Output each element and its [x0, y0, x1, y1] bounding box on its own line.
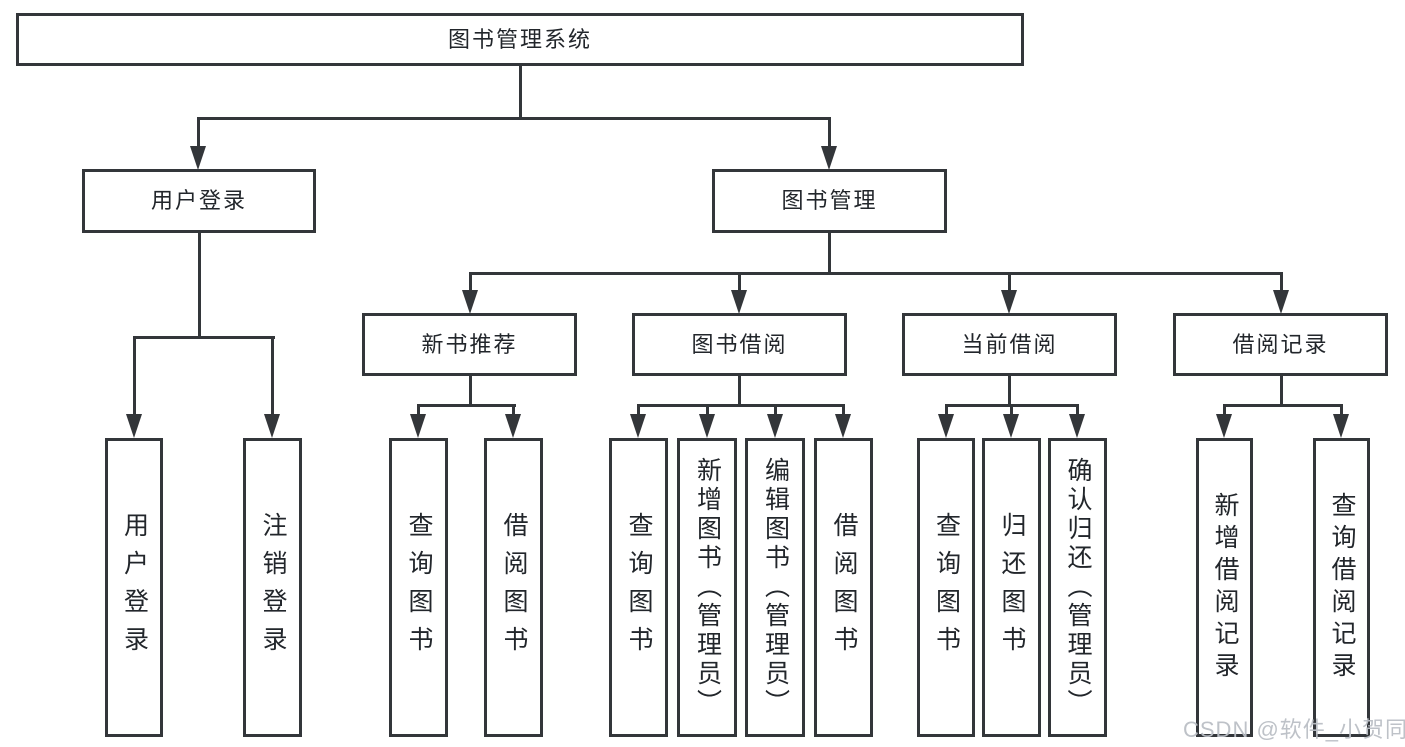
- node-leaf-confirm-return-admin-label: 确认归还（管理员）: [1064, 457, 1092, 718]
- arrow-down-icon: [1273, 290, 1289, 314]
- connector-stem: [417, 404, 420, 416]
- node-leaf-current-query-books-label: 查询图书: [932, 511, 961, 664]
- node-leaf-borrowing-borrow-books-label: 借阅图书: [830, 511, 858, 664]
- node-leaf-logout-label: 注销登录: [259, 511, 287, 664]
- csdn-watermark: CSDN @软件_小贺同学: [1183, 717, 1405, 742]
- arrow-down-icon: [1003, 414, 1019, 438]
- connector-book-management-drop: [828, 233, 831, 275]
- node-user-login-group: 用户登录: [82, 169, 316, 233]
- arrow-down-icon: [731, 290, 747, 314]
- connector-stem: [637, 404, 640, 416]
- connector-borrowing-rail: [637, 404, 845, 407]
- arrow-down-icon: [1069, 414, 1085, 438]
- connector-stem-leaf-logout: [271, 336, 274, 416]
- connector-user-login-rail: [133, 336, 275, 339]
- connector-stem: [1076, 404, 1079, 416]
- node-leaf-confirm-return-admin: 确认归还（管理员）: [1048, 438, 1107, 737]
- arrow-down-icon: [505, 414, 521, 438]
- node-leaf-add-books-admin: 新增图书（管理员）: [677, 438, 737, 737]
- node-book-borrowing: 图书借阅: [632, 313, 847, 376]
- connector-stem-book-management: [828, 117, 831, 149]
- node-current-borrowing-label: 当前借阅: [961, 331, 1058, 357]
- node-library-management-system-label: 图书管理系统: [447, 26, 592, 52]
- connector-stem-book-borrowing: [738, 272, 741, 293]
- arrow-down-icon: [835, 414, 851, 438]
- connector-stem-new-book-recommend: [469, 272, 472, 293]
- node-leaf-query-borrow-record: 查询借阅记录: [1313, 438, 1370, 737]
- node-leaf-recommend-borrow-books-label: 借阅图书: [500, 511, 528, 664]
- node-leaf-recommend-borrow-books: 借阅图书: [484, 438, 543, 737]
- connector-user-login-drop: [198, 233, 201, 339]
- node-leaf-borrowing-query-books: 查询图书: [609, 438, 668, 737]
- node-leaf-borrowing-borrow-books: 借阅图书: [814, 438, 873, 737]
- arrow-down-icon: [630, 414, 646, 438]
- node-book-borrowing-label: 图书借阅: [691, 331, 788, 357]
- connector-stem: [945, 404, 948, 416]
- node-leaf-user-login-label: 用户登录: [120, 511, 149, 664]
- arrow-down-icon: [1001, 290, 1017, 314]
- connector-book-management-rail: [469, 272, 1283, 275]
- connector-stem: [1340, 404, 1343, 416]
- arrow-down-icon: [821, 146, 837, 170]
- node-book-management: 图书管理: [712, 169, 947, 233]
- node-leaf-add-borrow-record-label: 新增借阅记录: [1211, 491, 1239, 684]
- arrow-down-icon: [767, 414, 783, 438]
- node-borrowing-records: 借阅记录: [1173, 313, 1388, 376]
- connector-stem: [1010, 404, 1013, 416]
- node-leaf-add-borrow-record: 新增借阅记录: [1196, 438, 1253, 737]
- node-borrowing-records-label: 借阅记录: [1232, 331, 1329, 357]
- node-new-book-recommend-label: 新书推荐: [421, 331, 518, 357]
- connector-recommend-rail: [417, 404, 516, 407]
- arrow-down-icon: [126, 414, 142, 438]
- node-user-login-group-label: 用户登录: [150, 188, 247, 213]
- connector-current-drop: [1008, 376, 1011, 407]
- connector-stem: [774, 404, 777, 416]
- node-leaf-query-borrow-record-label: 查询借阅记录: [1328, 491, 1356, 684]
- node-current-borrowing: 当前借阅: [902, 313, 1117, 376]
- node-leaf-add-books-admin-label: 新增图书（管理员）: [693, 457, 722, 718]
- node-leaf-recommend-query-books: 查询图书: [389, 438, 448, 737]
- connector-stem: [842, 404, 845, 416]
- arrow-down-icon: [1333, 414, 1349, 438]
- connector-stem-current-borrowing: [1008, 272, 1011, 293]
- connector-records-drop: [1280, 376, 1283, 407]
- connector-root-drop: [519, 66, 522, 120]
- node-leaf-return-books-label: 归还图书: [998, 511, 1026, 664]
- node-new-book-recommend: 新书推荐: [362, 313, 577, 376]
- connector-stem: [1223, 404, 1226, 416]
- connector-root-rail: [197, 117, 831, 120]
- connector-borrowing-drop: [738, 376, 741, 407]
- node-library-management-system: 图书管理系统: [16, 13, 1024, 66]
- node-leaf-user-login: 用户登录: [105, 438, 163, 737]
- connector-stem: [512, 404, 515, 416]
- node-leaf-edit-books-admin: 编辑图书（管理员）: [745, 438, 805, 737]
- connector-stem-leaf-user-login: [133, 336, 136, 416]
- arrow-down-icon: [699, 414, 715, 438]
- connector-stem-borrowing-records: [1280, 272, 1283, 293]
- connector-recommend-drop: [469, 376, 472, 407]
- node-leaf-logout: 注销登录: [243, 438, 302, 737]
- arrow-down-icon: [190, 146, 206, 170]
- node-leaf-edit-books-admin-label: 编辑图书（管理员）: [761, 457, 790, 718]
- connector-records-rail: [1223, 404, 1343, 407]
- connector-stem: [706, 404, 709, 416]
- arrow-down-icon: [264, 414, 280, 438]
- arrow-down-icon: [410, 414, 426, 438]
- arrow-down-icon: [1216, 414, 1232, 438]
- node-leaf-current-query-books: 查询图书: [917, 438, 975, 737]
- node-leaf-return-books: 归还图书: [982, 438, 1041, 737]
- node-book-management-label: 图书管理: [781, 188, 878, 213]
- connector-stem-user-login-group: [197, 117, 200, 149]
- arrow-down-icon: [462, 290, 478, 314]
- node-leaf-borrowing-query-books-label: 查询图书: [625, 511, 653, 664]
- arrow-down-icon: [938, 414, 954, 438]
- node-leaf-recommend-query-books-label: 查询图书: [405, 511, 433, 664]
